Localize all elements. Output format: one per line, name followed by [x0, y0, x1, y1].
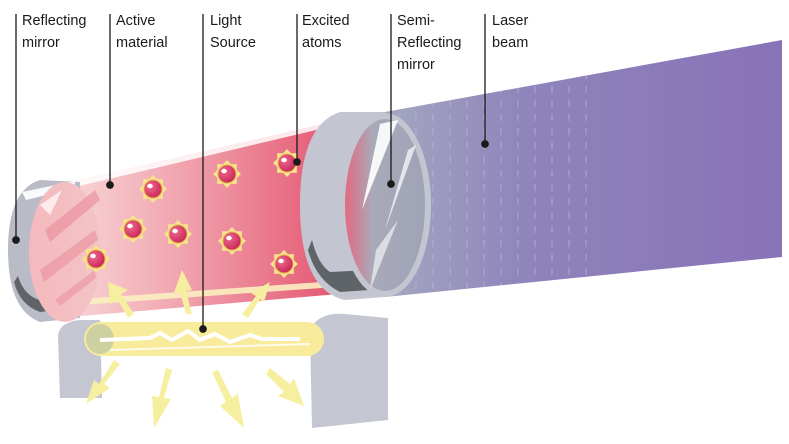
atom-highlight — [90, 253, 96, 259]
leader-dot-excited-atoms — [293, 158, 301, 166]
atom-highlight — [147, 183, 153, 189]
reflecting-mirror-shape — [8, 180, 101, 322]
label-excited-atoms: Excited atoms — [302, 13, 350, 51]
excited-atom — [139, 175, 167, 203]
leader-dot-laser-beam — [481, 140, 489, 148]
atom-highlight — [127, 223, 133, 229]
excited-atom — [213, 160, 241, 188]
atom-core — [86, 249, 106, 269]
excited-atom — [82, 245, 110, 273]
atom-core — [123, 219, 143, 239]
atom-core — [222, 231, 242, 251]
leader-dot-light-source — [199, 325, 207, 333]
atom-highlight — [278, 258, 284, 264]
leader-dot-active-material — [106, 181, 114, 189]
label-laser-beam: Laser beam — [492, 13, 529, 51]
atom-core — [143, 179, 163, 199]
leader-dot-semi-reflecting-mirror — [387, 180, 395, 188]
atom-highlight — [221, 168, 227, 174]
atom-highlight — [281, 157, 287, 163]
atom-core — [217, 164, 237, 184]
leader-lines — [12, 14, 489, 333]
label-semi-reflecting-mirror: Semi- Reflecting mirror — [397, 13, 462, 73]
light-source-lamp — [84, 322, 324, 356]
atom-highlight — [226, 235, 232, 241]
excited-atom — [119, 215, 147, 243]
excited-atom — [273, 149, 301, 177]
leader-dot-reflecting-mirror — [12, 236, 20, 244]
semi-reflecting-mirror-shape — [300, 112, 431, 300]
excited-atom — [218, 227, 246, 255]
label-active-material: Active material — [116, 13, 168, 51]
excited-atom — [270, 250, 298, 278]
atom-highlight — [172, 228, 178, 234]
atom-core — [274, 254, 294, 274]
excited-atoms — [82, 149, 301, 278]
label-reflecting-mirror: Reflecting mirror — [22, 13, 87, 51]
lamp-stand-right — [310, 313, 388, 428]
atom-core — [168, 224, 188, 244]
label-light-source: Light Source — [210, 13, 256, 51]
light-rays — [86, 270, 304, 428]
excited-atom — [164, 220, 192, 248]
laser-beam-shape — [385, 40, 782, 297]
